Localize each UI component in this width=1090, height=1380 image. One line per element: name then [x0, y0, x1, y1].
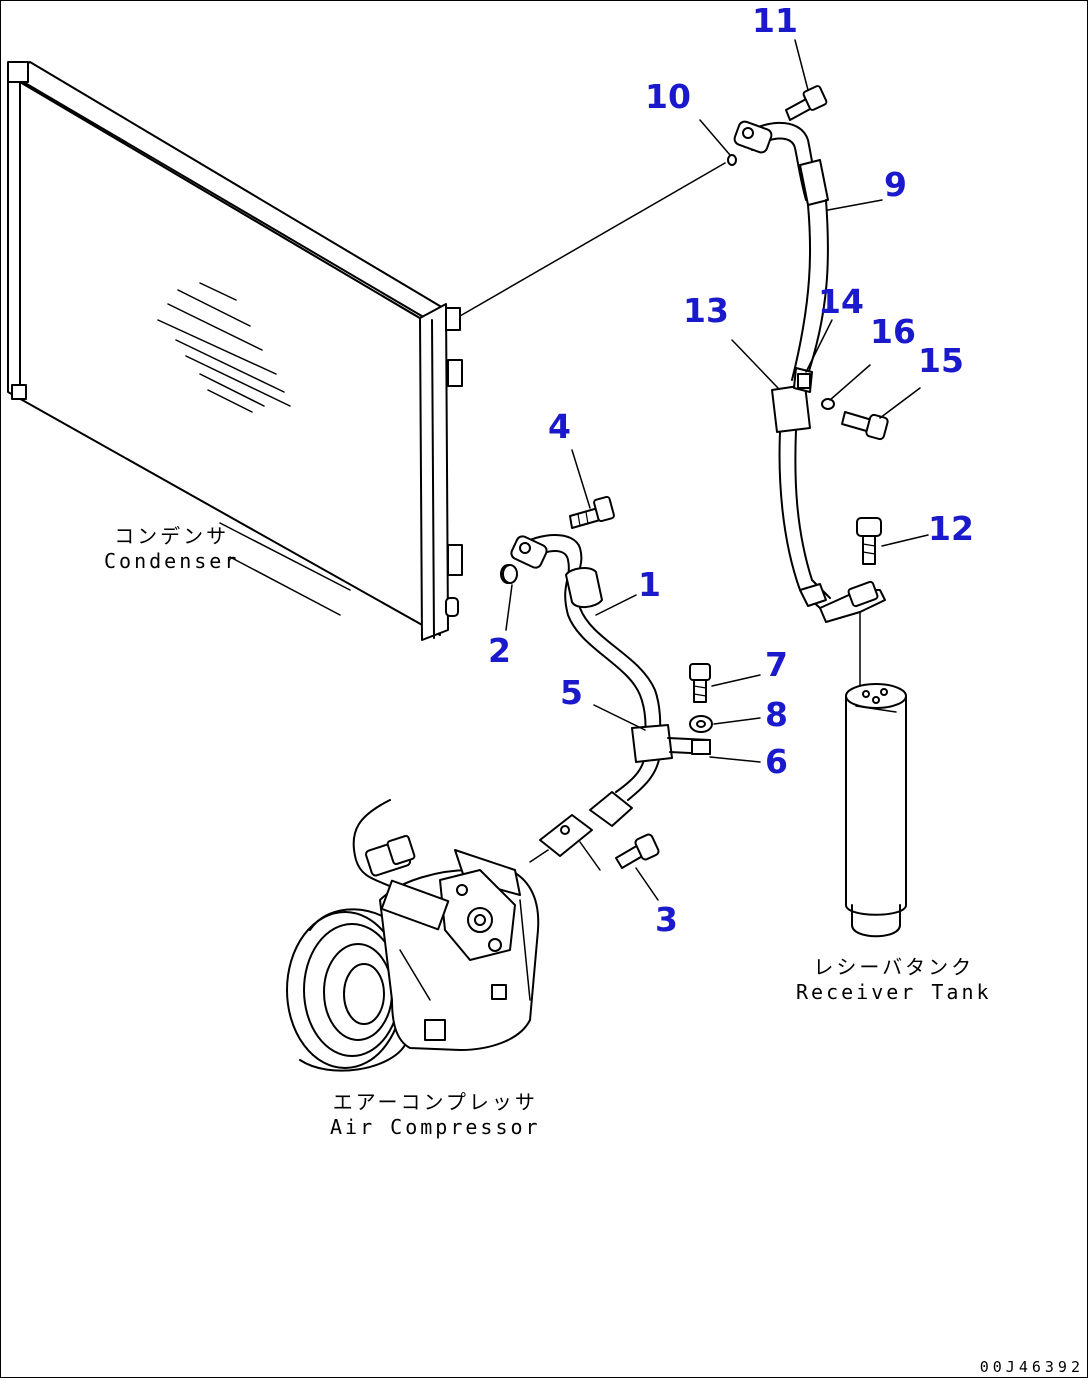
callout-4: 4: [548, 407, 571, 446]
air-compressor-label: エアーコンプレッサ Air Compressor: [330, 1090, 541, 1140]
callout-1: 1: [638, 565, 661, 604]
callout-12: 12: [928, 509, 974, 548]
callout-16: 16: [870, 312, 916, 351]
callout-11: 11: [752, 1, 798, 40]
callout-10: 10: [645, 77, 691, 116]
callout-15: 15: [918, 341, 964, 380]
condenser-label-en: Condenser: [104, 549, 240, 573]
leader-lines: [505, 39, 929, 901]
callout-5: 5: [560, 673, 583, 712]
callout-2: 2: [488, 631, 511, 670]
air-compressor-label-jp: エアーコンプレッサ: [332, 1090, 538, 1114]
callout-13: 13: [683, 291, 729, 330]
hose-1-drawing: [500, 534, 711, 871]
air-compressor-drawing: [286, 799, 540, 1072]
callout-9: 9: [884, 165, 907, 204]
receiver-tank-drawing: [845, 683, 907, 938]
callout-7: 7: [765, 645, 788, 684]
hose-9-drawing: [727, 85, 889, 691]
air-compressor-label-en: Air Compressor: [330, 1115, 541, 1139]
fastener-drawings: [502, 495, 713, 869]
receiver-tank-label-en: Receiver Tank: [796, 980, 992, 1004]
drawing-number: 00J46392: [979, 1358, 1084, 1376]
callout-8: 8: [765, 695, 788, 734]
callout-14: 14: [818, 282, 864, 321]
callout-6: 6: [765, 742, 788, 781]
condenser-label-jp: コンデンサ: [114, 524, 230, 548]
condenser-label: コンデンサ Condenser: [104, 524, 239, 574]
condenser-drawing: [7, 61, 726, 641]
callout-3: 3: [655, 900, 678, 939]
receiver-tank-label-jp: レシーバタンク: [813, 955, 975, 979]
receiver-tank-label: レシーバタンク Receiver Tank: [796, 955, 992, 1005]
